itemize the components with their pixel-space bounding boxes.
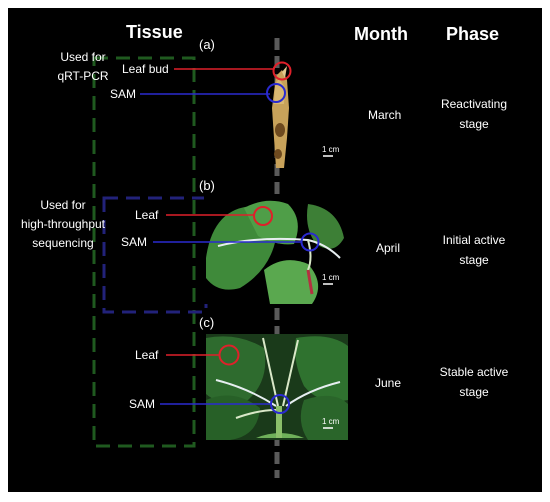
panel-a-sam-label: SAM [110, 87, 137, 101]
panel-a-scale-label: 1 cm [322, 145, 340, 154]
tissue-header: Tissue [126, 22, 183, 42]
sequencing-label-line-3: sequencing [32, 236, 94, 250]
photo-c [206, 334, 348, 440]
qrt-pcr-box [92, 56, 196, 448]
sequencing-label-line-2: high-throughput [20, 217, 106, 231]
panel-c-phase: Stable active stage [429, 362, 519, 402]
panel-b-phase: Initial active stage [429, 230, 519, 270]
sam-circle-b [300, 232, 320, 252]
leaf-circle-b [253, 206, 273, 226]
sam-circle-a [266, 83, 286, 103]
phase-header: Phase [446, 24, 500, 44]
panel-b-month: April [376, 241, 401, 255]
figure-graphics [92, 38, 348, 478]
panel-c-sam-label: SAM [129, 397, 156, 411]
panel-a-phase-line-2: stage [459, 117, 489, 131]
qrt-pcr-label: Used for qRT-PCR [48, 48, 118, 86]
panel-c-phase-line-2: stage [459, 385, 489, 399]
sequencing-label-line-1: Used for [40, 198, 86, 212]
panel-b-scale-label: 1 cm [322, 273, 340, 282]
leaf-circle-c [218, 344, 240, 366]
qrt-pcr-label-line-2: qRT-PCR [57, 69, 109, 83]
panel-c-month: June [375, 376, 402, 390]
panel-b-phase-line-2: stage [459, 253, 489, 267]
figure-panel: Tissue Month Phase Used for qRT-PCR Used… [8, 8, 542, 492]
panel-c-phase-line-1: Stable active [439, 365, 509, 379]
panel-a-phase: Reactivating stage [429, 94, 519, 134]
month-header: Month [354, 24, 408, 44]
sequencing-label: Used for high-throughput sequencing [8, 196, 118, 253]
panel-a-phase-line-1: Reactivating [440, 97, 508, 111]
panel-b-leaf-label: Leaf [135, 208, 159, 222]
leaf-bud-circle-a [272, 61, 292, 81]
panel-c-leaf-label: Leaf [135, 348, 159, 362]
panel-c-scale-label: 1 cm [322, 417, 340, 426]
panel-a-month: March [368, 108, 402, 122]
panel-b-letter: (b) [199, 178, 215, 193]
panel-b-phase-line-1: Initial active [442, 233, 506, 247]
qrt-pcr-label-line-1: Used for [60, 50, 106, 64]
photo-b [204, 196, 348, 304]
panel-c-letter: (c) [199, 315, 215, 330]
panel-a-leaf-bud-label: Leaf bud [122, 62, 169, 76]
panel-b-sam-label: SAM [121, 235, 148, 249]
sam-circle-c [270, 394, 290, 414]
panel-a-letter: (a) [199, 37, 215, 52]
